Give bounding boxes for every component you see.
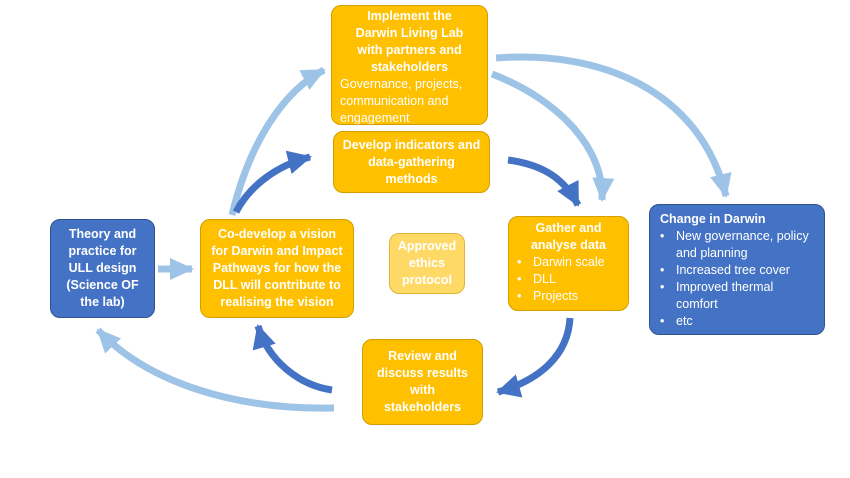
arrow-implement-to-change — [495, 53, 732, 198]
title-line: protocol — [402, 273, 452, 287]
arrow-codevelop-to-indicators — [232, 150, 312, 214]
title-line: ULL design — [68, 261, 137, 275]
arrow-review-to-theory — [95, 327, 335, 412]
theory-practice-box: Theory and practice for ULL design (Scie… — [50, 219, 155, 318]
title-line: Approved — [397, 239, 457, 253]
arrow-review-to-codevelop — [252, 324, 333, 394]
title-line: Gather and — [535, 221, 602, 235]
title-line: with — [410, 383, 435, 397]
title-line: for Darwin and Impact — [211, 244, 343, 258]
title-line: methods — [385, 171, 438, 186]
arrow-codevelop-to-implement — [228, 66, 326, 216]
title-line: stakeholders — [383, 400, 462, 414]
title-line: ethics — [408, 256, 446, 270]
title-line: realising the vision — [220, 295, 334, 309]
ethics-protocol-box: Approved ethics protocol — [389, 233, 465, 294]
implement-living-lab-box: Implement the Darwin Living Lab with par… — [331, 5, 488, 125]
title-line: data-gathering — [368, 154, 455, 169]
develop-indicators-box: Develop indicators and data-gathering me… — [333, 131, 490, 193]
title-line: DLL will contribute to — [213, 278, 341, 292]
title-line: Develop indicators and — [342, 137, 481, 152]
arrow-implement-to-gather — [490, 70, 615, 202]
arrow-indicators-to-gather — [507, 156, 582, 207]
title-line: Theory and — [68, 227, 137, 241]
gather-list: Darwin scale DLL Projects — [515, 254, 622, 305]
title-line: Pathways for how the — [212, 261, 342, 275]
title-line: discuss results — [376, 366, 468, 380]
change-in-darwin-box: Change in Darwin New governance, policy … — [649, 204, 825, 335]
list-item: Projects — [515, 288, 622, 305]
title-line: stakeholders — [370, 60, 449, 74]
implement-body: Governance, projects, communication and … — [340, 77, 463, 125]
change-title: Change in Darwin — [660, 212, 766, 226]
title-line: practice for — [68, 244, 137, 258]
codevelop-vision-box: Co-develop a vision for Darwin and Impac… — [200, 219, 354, 318]
implement-title: Implement the Darwin Living Lab with par… — [340, 8, 479, 76]
gather-analyse-box: Gather and analyse data Darwin scale DLL… — [508, 216, 629, 311]
title-line: Review and — [388, 349, 457, 363]
title-line: (Science OF — [66, 278, 139, 292]
list-item: Increased tree cover — [658, 262, 816, 279]
list-item: New governance, policy and planning — [658, 228, 816, 262]
title-line: Implement the — [367, 9, 452, 23]
title-line: Darwin Living Lab — [355, 26, 464, 40]
gather-title: Gather and analyse data — [515, 220, 622, 254]
review-discuss-box: Review and discuss results with stakehol… — [362, 339, 483, 425]
title-line: Co-develop a vision — [217, 227, 337, 241]
change-list: New governance, policy and planning Incr… — [658, 228, 816, 330]
title-line: with partners and — [357, 43, 462, 57]
title-line: analyse data — [530, 238, 607, 252]
title-line: the lab) — [80, 295, 125, 309]
list-item: etc — [658, 313, 816, 330]
list-item: Darwin scale — [515, 254, 622, 271]
list-item: DLL — [515, 271, 622, 288]
arrow-gather-to-review — [496, 317, 574, 398]
list-item: Improved thermal comfort — [658, 279, 816, 313]
